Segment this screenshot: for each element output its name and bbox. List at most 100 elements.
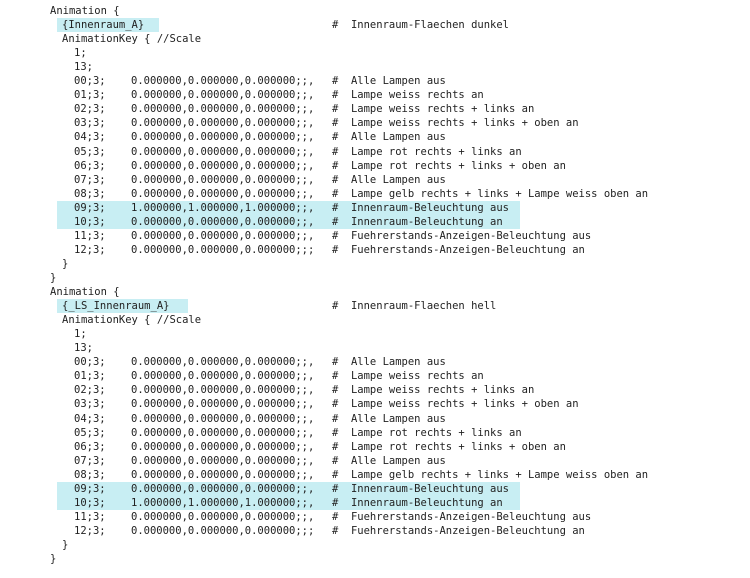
key-index: 05;3; [74,426,106,439]
key-row: 00;3;0.000000,0.000000,0.000000;;,# Alle… [0,355,750,369]
key-comment: # Alle Lampen aus [332,131,446,144]
key-index: 12;3; [74,243,106,256]
key-comment: # Fuehrerstands-Anzeigen-Beleuchtung aus [332,229,592,242]
animation-name-line: {_LS_Innenraum_A}# Innenraum-Flaechen he… [0,299,750,314]
key-comment: # Fuehrerstands-Anzeigen-Beleuchtung an [332,243,585,256]
animation-close-line: } [0,271,750,285]
key-comment: # Innenraum-Beleuchtung aus [332,201,510,214]
key-index: 09;3; [74,482,106,495]
key-close-brace: } [62,538,69,551]
key-value: 1.000000,1.000000,1.000000;;, [131,496,315,509]
key-row: 10;3; 1.000000,1.000000,1.000000;;, # Inne… [0,495,750,510]
key-value: 0.000000,0.000000,0.000000;;, [131,370,315,383]
key-comment: # Lampe weiss rechts an [332,370,484,383]
key-value: 0.000000,0.000000,0.000000;;; [131,524,315,537]
name-highlight [57,299,188,314]
key-comment: # Lampe rot rechts + links an [332,426,522,439]
key-value: 0.000000,0.000000,0.000000;;, [131,384,315,397]
key-row: 05;3; 0.000000,0.000000,0.000000;;, # Lamp… [0,426,750,440]
key-row: 06;3; 0.000000,0.000000,0.000000;;, # Lamp… [0,159,750,173]
key-row: 02;3;0.000000,0.000000,0.000000;;,# Lamp… [0,383,750,397]
animation-open-line: Animation { [0,4,750,18]
animation-comment: # Innenraum-Flaechen dunkel [332,19,510,32]
key-comment: # Alle Lampen aus [332,173,446,186]
key-comment: # Fuehrerstands-Anzeigen-Beleuchtung an [332,524,585,537]
animation-key-header: AnimationKey { //Scale [62,314,202,327]
key-value: 0.000000,0.000000,0.000000;;, [131,482,315,495]
key-index: 05;3; [74,145,106,158]
animation-key-header: AnimationKey { //Scale [62,33,202,46]
key-count: 13; [74,61,93,74]
key-type-line: 1; [0,46,750,60]
key-index: 00;3; [74,75,106,88]
key-value: 0.000000,0.000000,0.000000;;, [131,468,315,481]
key-row: 07;3;0.000000,0.000000,0.000000;;,# Alle… [0,454,750,468]
key-row: 01;3; 0.000000,0.000000,0.000000;;, # Lamp… [0,88,750,102]
key-index: 02;3; [74,103,106,116]
key-comment: # Lampe gelb rechts + links + Lampe weis… [332,187,649,200]
key-row-highlight [57,214,520,229]
key-index: 10;3; [74,496,106,509]
key-value: 1.000000,1.000000,1.000000;;, [131,201,315,214]
animation-close-line: } [0,552,750,566]
key-index: 08;3; [74,468,106,481]
key-comment: # Innenraum-Beleuchtung an [332,215,503,228]
key-value: 0.000000,0.000000,0.000000;;, [131,510,315,523]
key-row: 09;3; 1.000000,1.000000,1.000000;;, # Inne… [0,200,750,215]
animation-name: {Innenraum_A} [62,19,145,32]
key-type-line: 1; [0,327,750,341]
key-index: 02;3; [74,384,106,397]
animation-close-brace: } [50,271,57,284]
key-index: 07;3; [74,454,106,467]
key-row: 07;3;0.000000,0.000000,0.000000;;,# Alle… [0,173,750,187]
key-value: 0.000000,0.000000,0.000000;;, [131,89,315,102]
key-index: 01;3; [74,370,106,383]
animation-key-header-line: AnimationKey { //Scale [0,32,750,46]
key-value: 0.000000,0.000000,0.000000;;, [131,103,315,116]
key-value: 0.000000,0.000000,0.000000;;, [131,215,315,228]
key-value: 0.000000,0.000000,0.000000;;, [131,412,315,425]
key-value: 0.000000,0.000000,0.000000;;, [131,75,315,88]
key-value: 0.000000,0.000000,0.000000;;, [131,229,315,242]
key-index: 11;3; [74,510,106,523]
key-index: 11;3; [74,229,106,242]
animation-keyword: Animation { [50,5,120,17]
key-comment: # Lampe rot rechts + links + oben an [332,159,566,172]
key-count-line: 13; [0,60,750,74]
key-value: 0.000000,0.000000,0.000000;;, [131,426,315,439]
key-index: 06;3; [74,159,106,172]
key-value: 0.000000,0.000000,0.000000;;, [131,131,315,144]
key-row: 10;3; 0.000000,0.000000,0.000000;;, # Inne… [0,214,750,229]
key-value: 0.000000,0.000000,0.000000;;, [131,398,315,411]
key-row: 01;3; 0.000000,0.000000,0.000000;;, # Lamp… [0,369,750,383]
key-index: 01;3; [74,89,106,102]
key-row: 06;3;0.000000,0.000000,0.000000;;,# Lamp… [0,440,750,454]
animation-name-line: {Innenraum_A} # Innenraum-Flaechen dunkel [0,18,750,33]
key-value: 0.000000,0.000000,0.000000;;, [131,145,315,158]
animation-keyword: Animation { [50,286,120,298]
animation-name: {_LS_Innenraum_A} [62,300,170,313]
key-index: 04;3; [74,412,106,425]
key-value: 0.000000,0.000000,0.000000;;, [131,117,315,130]
key-comment: # Alle Lampen aus [332,356,446,369]
key-value: 0.000000,0.000000,0.000000;;, [131,440,315,453]
animation-open-line: Animation { [0,285,750,299]
key-row-highlight [57,495,520,510]
key-comment: # Lampe weiss rechts + links + oben an [332,398,579,411]
key-index: 10;3; [74,215,106,228]
key-row: 00;3;0.000000,0.000000,0.000000;;,# Alle… [0,74,750,88]
key-comment: # Lampe weiss rechts an [332,89,484,102]
key-index: 04;3; [74,131,106,144]
key-row: 12;3; 0.000000,0.000000,0.000000;;; # Fueh… [0,524,750,538]
key-index: 09;3; [74,201,106,214]
key-comment: # Innenraum-Beleuchtung an [332,496,503,509]
key-index: 06;3; [74,440,106,453]
key-index: 12;3; [74,524,106,537]
key-row: 09;3;0.000000,0.000000,0.000000;;,# Inne… [0,481,750,496]
key-value: 0.000000,0.000000,0.000000;;; [131,243,315,256]
key-row: 08;3;0.000000,0.000000,0.000000;;,# Lamp… [0,468,750,482]
key-type: 1; [74,47,87,60]
key-count-line: 13; [0,341,750,355]
key-value: 0.000000,0.000000,0.000000;;, [131,159,315,172]
